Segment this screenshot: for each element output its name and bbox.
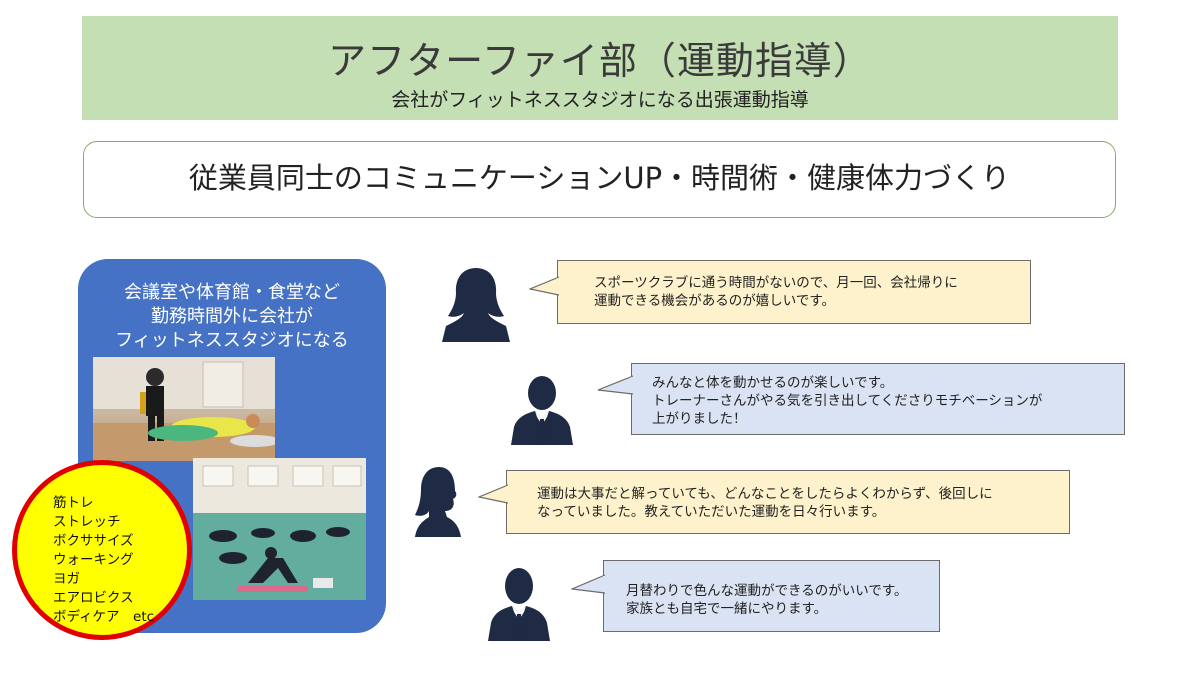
tagline-box: 従業員同士のコミュニケーションUP・時間術・健康体力づくり <box>83 141 1116 218</box>
testimonial-bubble: 運動は大事だと解っていても、どんなことをしたらよくわからず、後回しに なっていま… <box>478 470 1070 534</box>
testimonial-line: 運動は大事だと解っていても、どんなことをしたらよくわからず、後回しに <box>537 486 993 502</box>
testimonial-text: 運動は大事だと解っていても、どんなことをしたらよくわからず、後回しに なっていま… <box>537 485 993 521</box>
tagline-text: 従業員同士のコミュニケーションUP・時間術・健康体力づくり <box>188 161 1011 195</box>
studio-info-text: 会議室や体育館・食堂など 勤務時間外に会社が フィットネススタジオになる <box>78 281 386 353</box>
testimonial-line: みんなと体を動かせるのが楽しいです。 <box>652 375 894 391</box>
exercise-menu-circle: 筋トレ ストレッチ ボクササイズ ウォーキング ヨガ エアロビクス ボディケア … <box>12 460 192 640</box>
testimonial-line: 上がりました！ <box>652 411 747 427</box>
exercise-menu-item: ヨガ <box>53 571 80 587</box>
page-title: アフターファイ部（運動指導） <box>328 39 872 83</box>
testimonial-line: スポーツクラブに通う時間がないので、月一回、会社帰りに <box>594 275 958 291</box>
trainer-session-photo <box>93 357 275 461</box>
studio-info-line: 勤務時間外に会社が <box>151 306 313 327</box>
testimonial-bubble: みんなと体を動かせるのが楽しいです。 トレーナーさんがやる気を引き出してくださり… <box>597 363 1125 435</box>
testimonial-line: なっていました。教えていただいた運動を日々行います。 <box>537 504 886 520</box>
page-subtitle: 会社がフィットネススタジオになる出張運動指導 <box>391 89 809 111</box>
testimonial-bubble: 月替わりで色んな運動ができるのがいいです。 家族とも自宅で一緒にやります。 <box>571 560 940 632</box>
testimonial-line: 運動できる機会があるのが嬉しいです。 <box>594 293 835 309</box>
gym-class-photo <box>193 458 366 600</box>
exercise-menu-item: ウォーキング <box>53 552 134 568</box>
studio-info-line: 会議室や体育館・食堂など <box>124 282 340 303</box>
exercise-menu-item: ボディケア etc <box>53 609 155 625</box>
exercise-menu-list: 筋トレ ストレッチ ボクササイズ ウォーキング ヨガ エアロビクス ボディケア … <box>53 494 154 627</box>
testimonial-text: みんなと体を動かせるのが楽しいです。 トレーナーさんがやる気を引き出してくださり… <box>652 374 1042 428</box>
exercise-menu-item: ストレッチ <box>53 514 121 530</box>
testimonial-text: スポーツクラブに通う時間がないので、月一回、会社帰りに 運動できる機会があるのが… <box>594 274 958 310</box>
man-silhouette-icon <box>488 565 550 645</box>
man-silhouette-icon <box>511 373 573 449</box>
header-banner: アフターファイ部（運動指導） 会社がフィットネススタジオになる出張運動指導 <box>82 16 1118 120</box>
trainer-session-illustration <box>93 357 275 461</box>
studio-info-line: フィットネススタジオになる <box>115 330 349 351</box>
testimonial-bubble: スポーツクラブに通う時間がないので、月一回、会社帰りに 運動できる機会があるのが… <box>529 260 1031 324</box>
testimonial-line: 家族とも自宅で一緒にやります。 <box>626 601 828 617</box>
exercise-menu-item: ボクササイズ <box>53 533 134 549</box>
exercise-menu-item: 筋トレ <box>53 495 94 511</box>
woman-silhouette-icon <box>442 266 510 346</box>
testimonial-line: 月替わりで色んな運動ができるのがいいです。 <box>626 583 908 599</box>
exercise-menu-item: エアロビクス <box>53 590 134 606</box>
testimonial-line: トレーナーさんがやる気を引き出してくださりモチベーションが <box>652 393 1043 409</box>
testimonial-text: 月替わりで色んな運動ができるのがいいです。 家族とも自宅で一緒にやります。 <box>626 582 907 618</box>
woman-profile-silhouette-icon <box>413 465 467 541</box>
gym-class-illustration <box>193 458 366 600</box>
